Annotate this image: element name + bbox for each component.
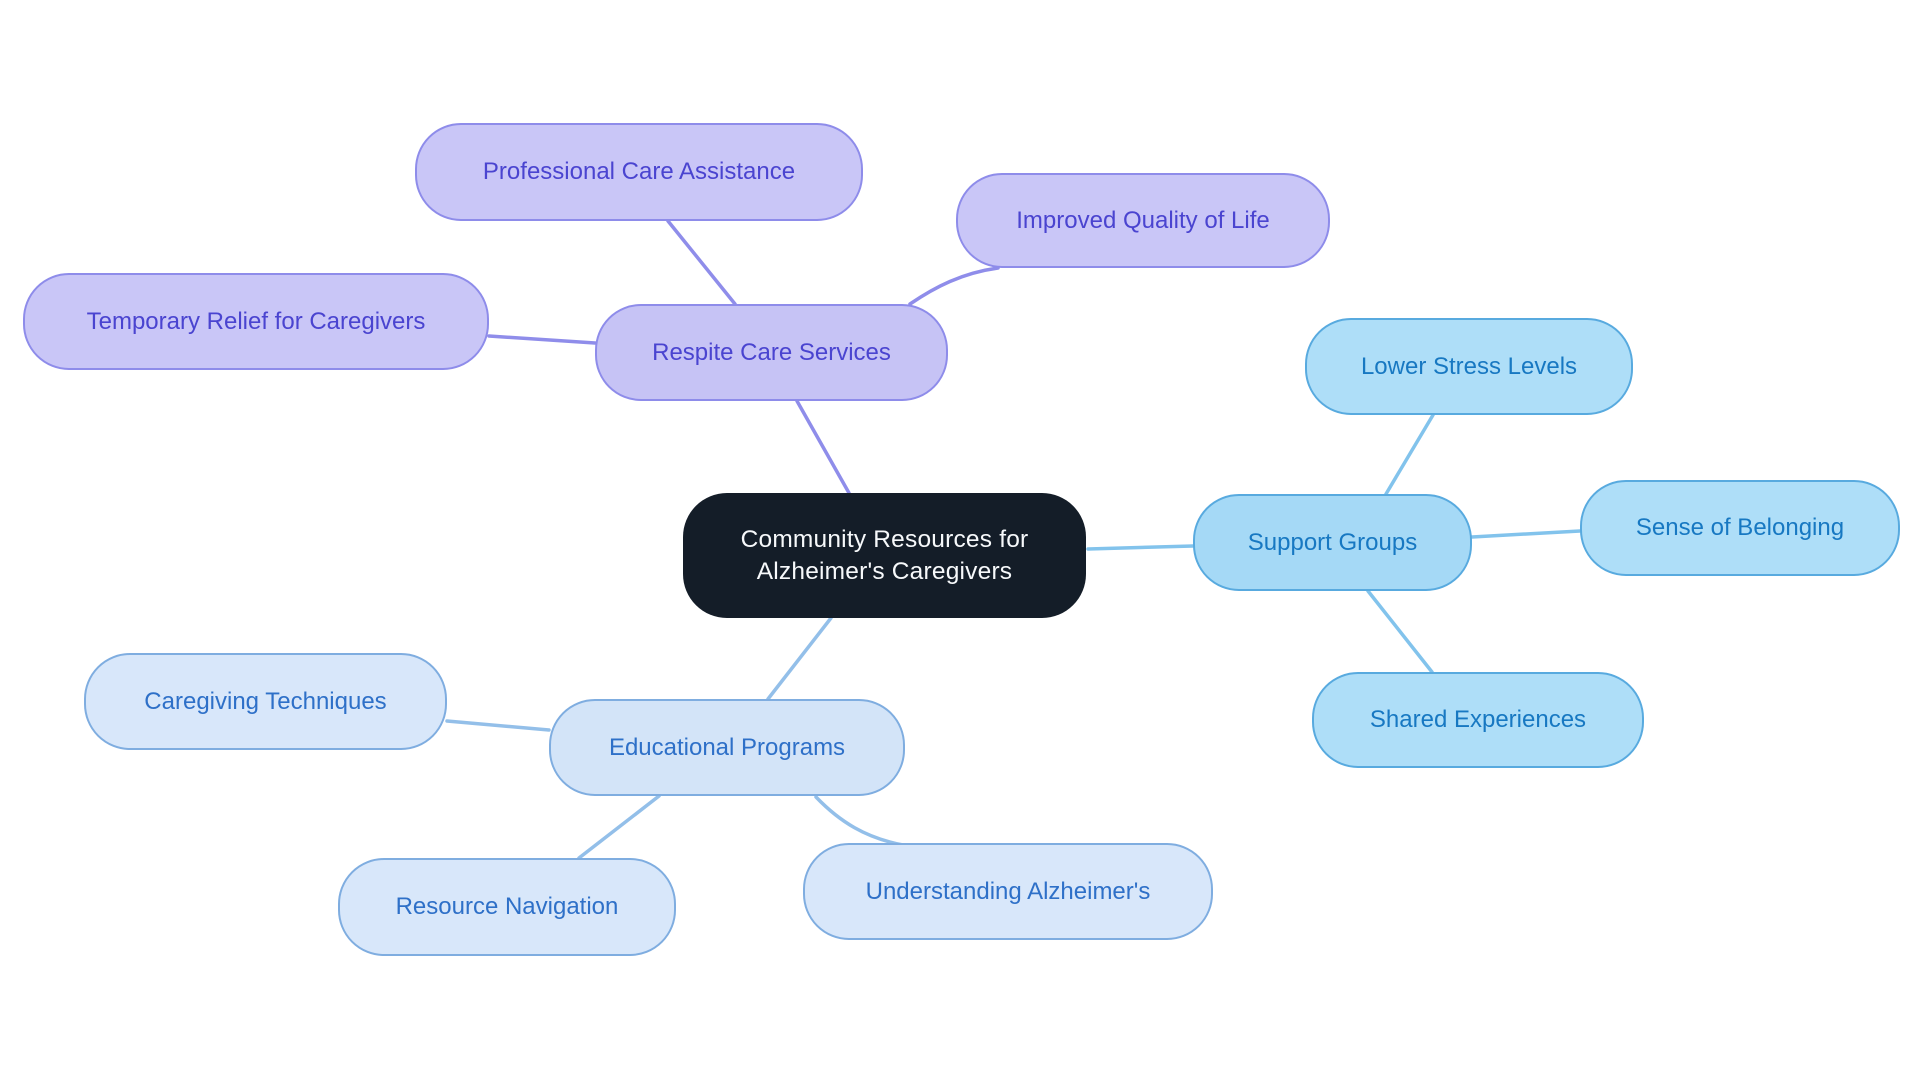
edge-support-lower: [1384, 413, 1435, 496]
edge-support-sense: [1470, 529, 1582, 539]
node-label: Caregiving Techniques: [144, 687, 387, 715]
node-label: Improved Quality of Life: [1016, 206, 1270, 234]
node-label: Shared Experiences: [1369, 706, 1587, 734]
node-label: Temporary Relief for Caregivers: [86, 307, 426, 335]
edge-educational-caregiving: [445, 719, 551, 732]
node-label: Understanding Alzheimer's: [865, 877, 1151, 905]
edge-respite-root: [795, 399, 851, 495]
edge-educational-root: [766, 616, 833, 701]
node-improved-quality-of-life[interactable]: Improved Quality of Life: [956, 173, 1330, 268]
node-lower-stress-levels[interactable]: Lower Stress Levels: [1305, 318, 1633, 415]
edge-support-shared: [1366, 589, 1434, 674]
node-sense-of-belonging[interactable]: Sense of Belonging: [1580, 480, 1900, 576]
node-label: Support Groups: [1247, 528, 1418, 556]
node-label: Educational Programs: [608, 733, 846, 761]
node-label: Resource Navigation: [395, 893, 619, 921]
edge-respite-professional: [666, 219, 737, 306]
node-label: Lower Stress Levels: [1360, 352, 1578, 380]
edge-educational-understanding: [814, 795, 905, 847]
node-label: Sense of Belonging: [1635, 514, 1845, 542]
node-educational-programs[interactable]: Educational Programs: [549, 699, 905, 796]
node-label: Community Resources for Alzheimer's Care…: [740, 525, 1029, 585]
node-temporary-relief-for-caregivers[interactable]: Temporary Relief for Caregivers: [23, 273, 489, 370]
node-understanding-alzheimers[interactable]: Understanding Alzheimer's: [803, 843, 1213, 940]
edge-educational-resource: [577, 794, 661, 860]
node-professional-care-assistance[interactable]: Professional Care Assistance: [415, 123, 863, 221]
node-support-groups[interactable]: Support Groups: [1193, 494, 1472, 591]
edge-respite-improved: [908, 266, 1000, 306]
node-resource-navigation[interactable]: Resource Navigation: [338, 858, 676, 956]
node-caregiving-techniques[interactable]: Caregiving Techniques: [84, 653, 447, 750]
node-label: Professional Care Assistance: [482, 158, 796, 186]
node-central-topic[interactable]: Community Resources for Alzheimer's Care…: [683, 493, 1086, 618]
node-shared-experiences[interactable]: Shared Experiences: [1312, 672, 1644, 768]
edge-support-root: [1086, 544, 1195, 551]
edge-respite-temporary: [487, 334, 597, 345]
node-respite-care-services[interactable]: Respite Care Services: [595, 304, 948, 401]
node-label: Respite Care Services: [652, 338, 891, 366]
